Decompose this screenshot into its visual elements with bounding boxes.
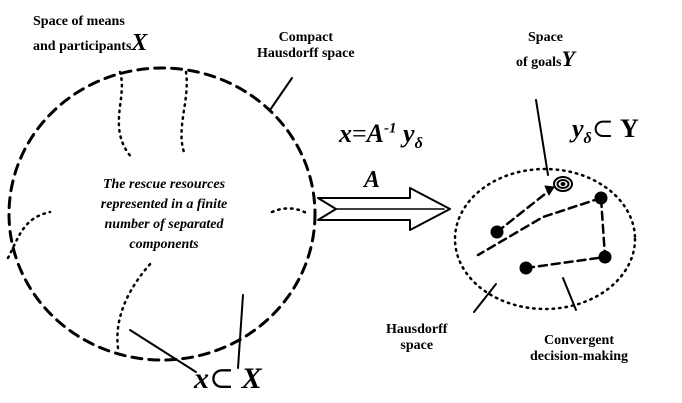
leader-x-1 [129,329,197,373]
leader-convergent [562,277,577,311]
decision-node-4 [594,191,608,205]
component-separator-4 [270,207,310,216]
component-separator-5 [116,260,154,350]
component-separator-2 [180,70,188,154]
leader-compact [269,77,293,111]
decision-node-1 [490,225,504,239]
convergent-decision-label: Convergent decision-making [530,333,629,365]
leader-x-2 [237,294,244,369]
component-separator-1 [117,70,134,160]
target-icon [553,176,573,192]
mapping-arrow-label: A [364,167,381,193]
space-y-boundary [453,167,637,311]
decision-arrowhead-1 [544,185,555,196]
inverse-mapping-formula: x=A-1 yδ [339,119,423,153]
space-goals-label: Space of goalsY [516,30,575,72]
component-separator-3 [6,210,52,260]
compact-space-label: Compact Hausdorff space [257,30,355,62]
rescue-resources-text: The rescue resources represented in a fi… [100,177,228,252]
means-subset-formula: x⊂ X [194,362,262,395]
leader-hausdorff [473,283,497,313]
space-means-label: Space of means and participantsX [33,14,148,57]
decision-node-2 [519,261,533,275]
hausdorff-space-label: Hausdorff space [386,322,448,354]
goal-subset-formula: yδ⊂ Y [572,114,639,148]
space-x-boundary [7,66,317,362]
leader-goals [535,99,549,176]
decision-node-3 [598,250,612,264]
